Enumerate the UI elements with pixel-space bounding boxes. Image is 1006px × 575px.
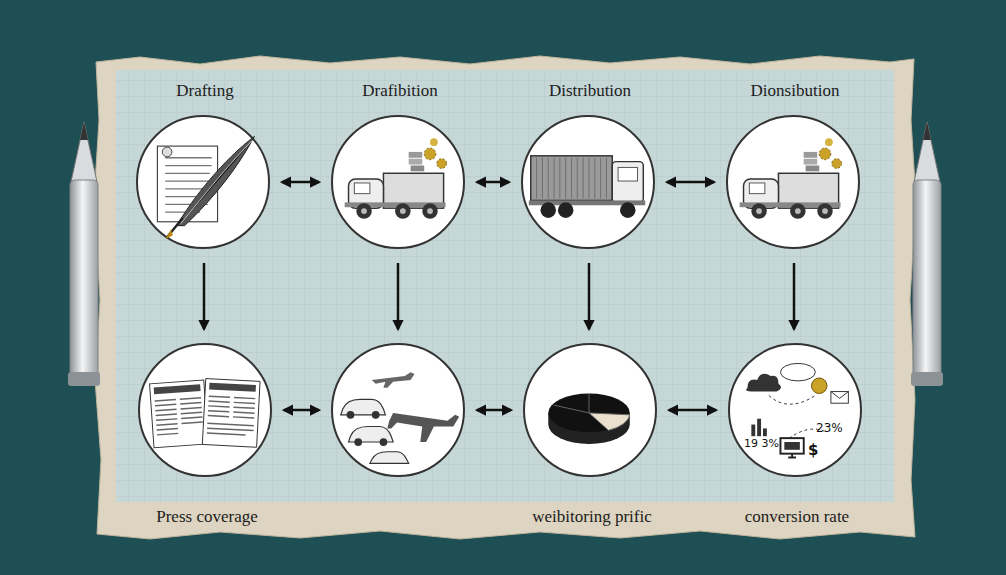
- double-arrow: [477, 409, 511, 412]
- right-pen: [911, 122, 943, 386]
- process-circle: Drafting: [136, 115, 270, 249]
- process-circle: Press coverage: [138, 343, 272, 477]
- step-heading: Distribution: [443, 81, 737, 101]
- step-caption: weibitoring prific: [445, 507, 739, 527]
- metric-label: $: [808, 441, 818, 459]
- process-circle: conversion rate: [728, 343, 862, 477]
- circle-illustration: [138, 117, 268, 247]
- double-arrow: [667, 181, 714, 184]
- circle-illustration: [523, 117, 653, 247]
- step-caption: conversion rate: [650, 507, 944, 527]
- metric-label: 19 3%: [744, 437, 779, 450]
- torn-paper: [94, 56, 916, 539]
- process-circle: Drafibition: [331, 115, 465, 249]
- container-truck-icon: [529, 156, 645, 218]
- double-arrow: [477, 181, 509, 184]
- flow-arrow: [793, 263, 796, 329]
- circle-illustration: [140, 345, 270, 475]
- step-heading: Drafting: [58, 81, 352, 101]
- circle-illustration: [525, 345, 655, 475]
- step-caption: Press coverage: [60, 507, 354, 527]
- quill-paper-icon: [157, 136, 254, 239]
- step-heading: Dionsibution: [648, 81, 942, 101]
- step-heading: Drafibition: [253, 81, 547, 101]
- truck-icon: [345, 138, 447, 219]
- flow-arrow: [588, 263, 591, 329]
- process-circle: Distribution: [521, 115, 655, 249]
- flow-arrow: [203, 263, 206, 329]
- left-pen: [68, 122, 100, 386]
- flow-arrow: [397, 263, 400, 329]
- circle-illustration: [728, 117, 858, 247]
- process-circle: Dionsibution: [726, 115, 860, 249]
- circle-illustration: [333, 345, 463, 475]
- double-arrow: [282, 181, 319, 184]
- pie-chart-icon: [548, 394, 629, 444]
- process-circle: weibitoring prific: [523, 343, 657, 477]
- process-circle: [331, 343, 465, 477]
- double-arrow: [284, 409, 319, 412]
- circle-illustration: [333, 117, 463, 247]
- metric-label: 23%: [816, 421, 843, 435]
- newspaper-icon: [150, 379, 261, 448]
- circle-illustration: [730, 345, 860, 475]
- travel-icon: [341, 372, 459, 463]
- double-arrow: [669, 409, 716, 412]
- truck-icon: [740, 138, 842, 219]
- grid-area: [116, 70, 894, 502]
